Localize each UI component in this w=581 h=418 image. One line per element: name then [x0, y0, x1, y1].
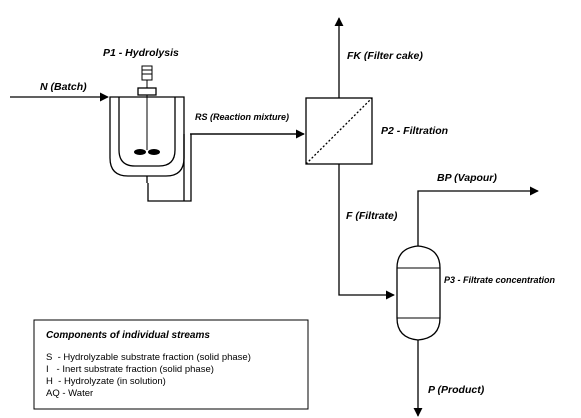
- stream-f-label: F (Filtrate): [346, 210, 398, 222]
- p2-filtration-label: P2 - Filtration: [381, 125, 448, 137]
- stream-rs-line: [147, 133, 304, 202]
- p1-hydrolysis-label: P1 - Hydrolysis: [103, 47, 179, 59]
- legend-item: H - Hydrolyzate (in solution): [46, 376, 166, 387]
- stream-bp-line: [417, 186, 539, 246]
- legend-box: Components of individual streams S - Hyd…: [33, 319, 309, 410]
- stream-rs-label: RS (Reaction mixture): [195, 112, 289, 122]
- p3-filtrate-concentration-label: P3 - Filtrate concentration: [444, 275, 556, 285]
- filtration-unit: [305, 97, 373, 165]
- hydrolysis-reactor: [109, 65, 185, 183]
- evaporator-vessel: [396, 245, 441, 341]
- legend-item: I - Inert substrate fraction (solid phas…: [46, 364, 214, 375]
- stream-p-label: P (Product): [428, 384, 485, 396]
- stream-n-label: N (Batch): [40, 81, 87, 93]
- legend-title: Components of individual streams: [46, 330, 210, 341]
- legend-item: AQ - Water: [46, 388, 93, 399]
- stream-bp-label: BP (Vapour): [437, 172, 497, 184]
- stream-fk-label: FK (Filter cake): [347, 50, 423, 62]
- legend-item: S - Hydrolyzable substrate fraction (sol…: [46, 352, 251, 363]
- stream-f-line: [338, 164, 395, 300]
